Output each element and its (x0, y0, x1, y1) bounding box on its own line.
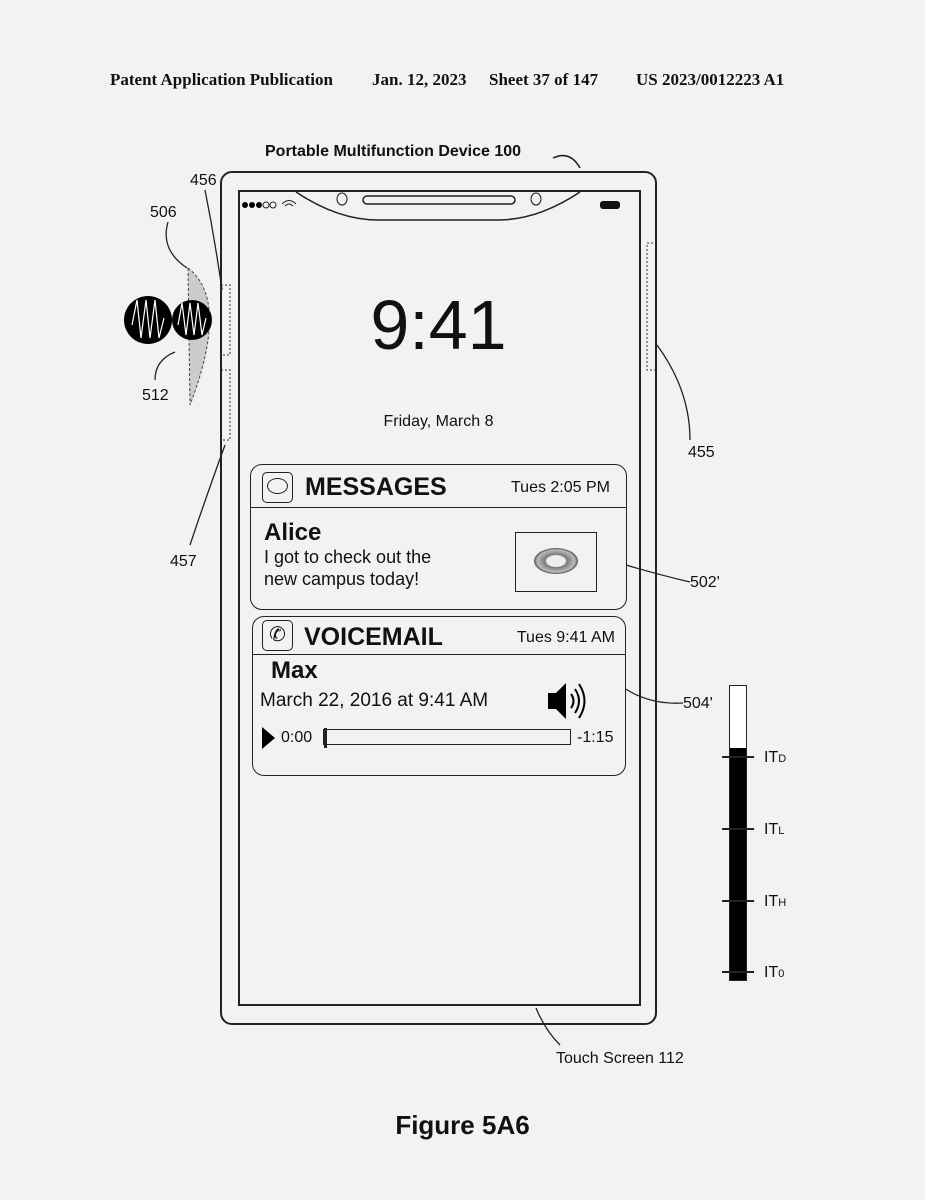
device-body (220, 171, 657, 1025)
intensity-fill (730, 747, 746, 980)
phone-icon: ✆ (262, 620, 293, 651)
ref-506: 506 (150, 204, 177, 221)
voicemail-time: Tues 9:41 AM (516, 629, 615, 646)
publication-date: Jan. 12, 2023 (372, 70, 467, 89)
ref-512: 512 (142, 387, 169, 404)
threshold-it-0: IT0 (764, 964, 785, 981)
playback-scrubber[interactable] (323, 728, 571, 748)
status-bar (242, 191, 620, 221)
speaker-icon[interactable] (546, 680, 588, 722)
scrubber-handle[interactable] (324, 728, 327, 748)
wifi-icon (281, 200, 297, 207)
ref-455: 455 (688, 444, 715, 461)
campus-photo-thumbnail[interactable] (515, 532, 597, 592)
ref-456: 456 (190, 172, 217, 189)
intensity-meter (722, 685, 754, 981)
figure-caption: Figure 5A6 (395, 1110, 530, 1140)
remaining-time: -1:15 (577, 729, 614, 746)
ref-457: 457 (170, 553, 197, 570)
message-bubble-icon (262, 472, 293, 503)
message-line-1: I got to check out the (264, 547, 432, 567)
touch-screen[interactable] (238, 190, 641, 1006)
publication-label: Patent Application Publication (110, 70, 333, 89)
voicemail-notification[interactable]: ✆ VOICEMAIL Tues 9:41 AM Max March 22, 2… (252, 616, 626, 776)
messages-app-name: MESSAGES (305, 473, 447, 501)
lock-date: Friday, March 8 (383, 413, 494, 430)
message-line-2: new campus today! (264, 569, 420, 589)
threshold-it-d: ITD (764, 749, 787, 766)
patent-number: US 2023/0012223 A1 (636, 70, 785, 89)
voicemail-app-name: VOICEMAIL (304, 623, 443, 651)
voicemail-caller: Max (271, 657, 318, 684)
ref-504: 504' (683, 695, 713, 712)
ref-502: 502' (690, 574, 720, 591)
lock-time: 9:41 (370, 286, 507, 364)
device-label: Portable Multifunction Device 100 (265, 143, 522, 160)
elapsed-time: 0:00 (281, 729, 313, 746)
threshold-it-h: ITH (764, 893, 787, 910)
battery-icon (600, 201, 620, 209)
messages-notification[interactable]: MESSAGES Tues 2:05 PM Alice I got to che… (250, 464, 627, 610)
message-sender: Alice (264, 519, 322, 546)
play-icon[interactable] (262, 727, 275, 749)
sheet-number: Sheet 37 of 147 (489, 70, 599, 89)
voicemail-date: March 22, 2016 at 9:41 AM (260, 690, 489, 711)
threshold-it-l: ITL (764, 821, 785, 838)
signal-icon (242, 201, 277, 209)
messages-time: Tues 2:05 PM (510, 479, 610, 496)
touch-screen-label: Touch Screen 112 (556, 1050, 684, 1067)
